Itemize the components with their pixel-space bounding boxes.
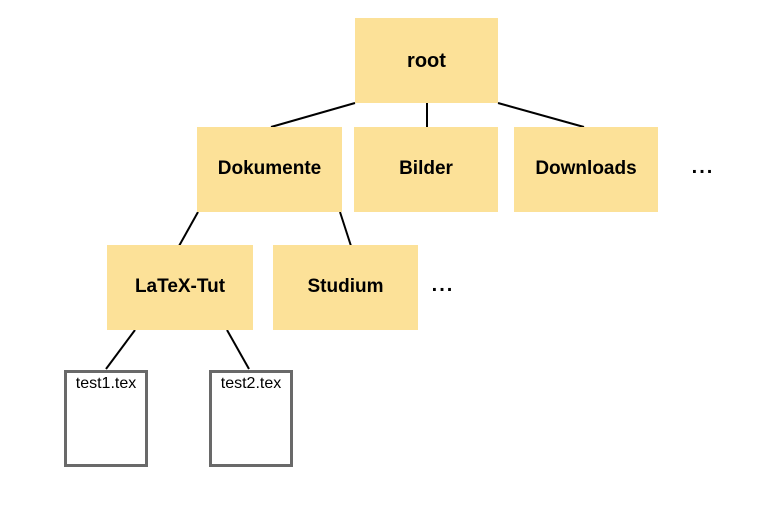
tree-node-studium: Studium [273, 245, 418, 330]
tree-node-test1: test1.tex [64, 370, 148, 467]
node-label-test2: test2.tex [220, 375, 282, 392]
node-label-test1: test1.tex [75, 375, 137, 392]
node-label-bilder: Bilder [399, 158, 453, 180]
tree-node-more-level3: ... [423, 270, 463, 300]
tree-node-test2: test2.tex [209, 370, 293, 467]
edge-root-to-downloads [497, 102, 585, 128]
tree-node-more-level2: ... [683, 152, 723, 182]
node-label-root: root [407, 49, 446, 72]
node-label-studium: Studium [307, 276, 384, 298]
node-label-latex-tut: LaTeX-Tut [134, 276, 226, 298]
node-label-more-level3: ... [431, 274, 455, 296]
edge-root-to-dokumente [270, 102, 356, 128]
node-label-more-level2: ... [691, 156, 715, 178]
edge-latex-tut-to-test2 [226, 329, 250, 370]
node-label-downloads: Downloads [535, 158, 637, 180]
tree-node-downloads: Downloads [514, 127, 658, 212]
tree-node-root: root [355, 18, 498, 103]
edge-latex-tut-to-test1 [105, 329, 136, 370]
tree-node-dokumente: Dokumente [197, 127, 342, 212]
edge-dokumente-to-studium [339, 211, 352, 247]
edge-dokumente-to-latex-tut [178, 211, 199, 247]
tree-node-latex-tut: LaTeX-Tut [107, 245, 253, 330]
node-label-dokumente: Dokumente [217, 158, 322, 180]
tree-node-bilder: Bilder [354, 127, 498, 212]
